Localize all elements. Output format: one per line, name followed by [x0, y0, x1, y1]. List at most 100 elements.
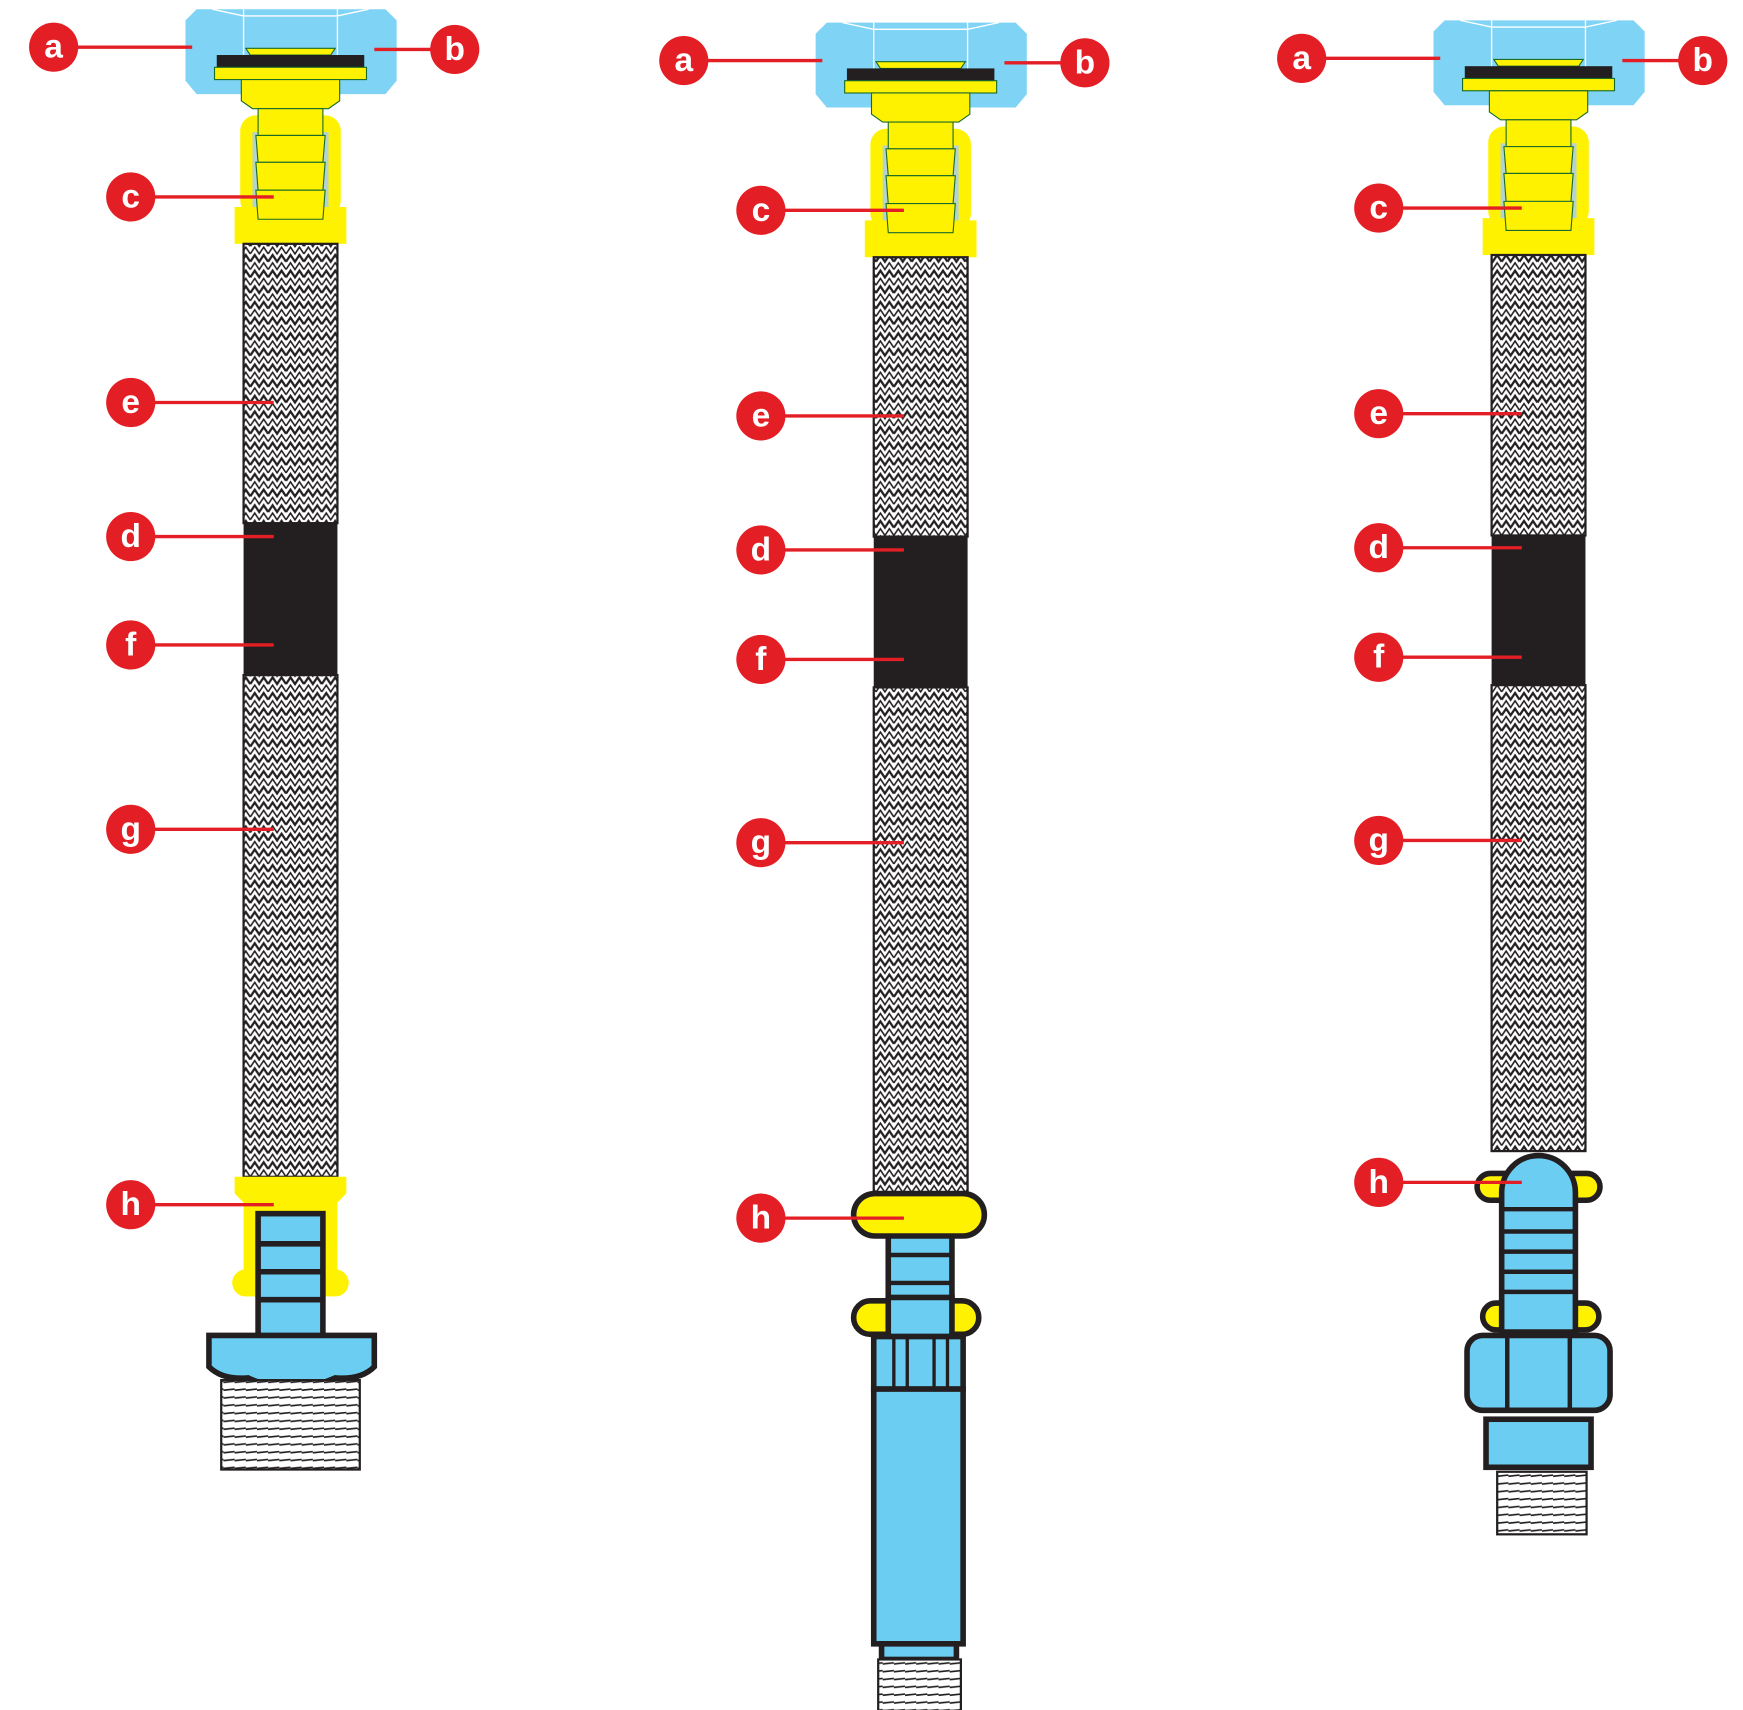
- insert-body: [870, 92, 971, 123]
- barb: [1503, 172, 1574, 202]
- callout-label: h: [751, 1200, 771, 1237]
- callout-d: d: [106, 511, 274, 562]
- callout-badge: [659, 36, 709, 86]
- barb-neck: [887, 121, 954, 150]
- callout-f: f: [106, 620, 274, 670]
- callout-badge: [430, 24, 480, 75]
- tail-bulb: [1498, 1152, 1579, 1335]
- barb-neck: [1505, 119, 1572, 148]
- gasket: [846, 68, 995, 81]
- barb-neck: [257, 108, 324, 137]
- callout-badge: [1354, 815, 1404, 866]
- base-block: [1483, 1416, 1594, 1471]
- pipe-segment: [885, 1294, 955, 1340]
- cone-seal: [874, 61, 967, 69]
- callout-g: g: [106, 804, 274, 854]
- callout-c: c: [106, 172, 274, 222]
- braid-upper: [1490, 253, 1587, 537]
- barb: [1503, 200, 1574, 231]
- callout-badge: [736, 634, 786, 685]
- barb: [255, 134, 326, 163]
- callout-badge: [106, 511, 156, 562]
- male-thread: [220, 1379, 361, 1471]
- callout-badge: [106, 377, 156, 428]
- callout-h: h: [1354, 1157, 1522, 1207]
- callout-label: e: [121, 384, 140, 421]
- callout-label: a: [1292, 40, 1311, 77]
- barb: [255, 189, 326, 220]
- callout-badge: [736, 391, 786, 441]
- callout-label: b: [445, 31, 465, 68]
- washer: [844, 80, 998, 94]
- hex-nut: [1464, 1332, 1613, 1414]
- barb: [885, 148, 956, 177]
- barb: [885, 175, 956, 205]
- callout-d: d: [1354, 523, 1522, 573]
- tail-step: [878, 1641, 960, 1663]
- callout-g: g: [1354, 815, 1522, 866]
- callout-badge: [736, 525, 786, 575]
- washer: [213, 66, 368, 81]
- callout-badge: [1354, 389, 1404, 439]
- gasket: [216, 55, 365, 68]
- callout-label: e: [752, 397, 771, 434]
- callout-badge: [1277, 33, 1327, 83]
- cone-seal: [244, 47, 337, 56]
- long-tail: [870, 1386, 966, 1647]
- insert-body: [240, 79, 341, 110]
- callout-a: a: [1277, 33, 1441, 83]
- callout-label: g: [751, 824, 771, 861]
- callout-label: g: [1369, 822, 1389, 859]
- callout-c: c: [1354, 183, 1522, 233]
- callout-badge: [1354, 1157, 1404, 1207]
- callout-h: h: [736, 1193, 904, 1243]
- hose-3: a b c e d f g h: [1277, 19, 1728, 1536]
- washer: [1461, 77, 1616, 92]
- braid-upper: [242, 242, 339, 525]
- ribbed-body: [870, 1333, 966, 1392]
- callout-label: f: [125, 626, 137, 663]
- callout-label: a: [674, 42, 693, 79]
- callout-e: e: [1354, 389, 1522, 439]
- braid-upper: [872, 256, 969, 538]
- hex-facets: [1505, 1335, 1573, 1411]
- sleeve-band: [1491, 535, 1586, 686]
- callout-a: a: [29, 22, 193, 72]
- barb: [255, 161, 326, 191]
- callout-label: c: [121, 178, 140, 215]
- callout-b: b: [374, 24, 480, 75]
- callout-label: f: [1373, 639, 1385, 676]
- braid-lower: [872, 686, 969, 1195]
- insert-body: [1488, 90, 1589, 121]
- callout-label: c: [1369, 190, 1388, 227]
- barb: [1503, 146, 1574, 175]
- callout-badge: [106, 172, 156, 222]
- braid-lower: [1490, 684, 1587, 1153]
- callout-badge: [1354, 523, 1404, 573]
- callout-f: f: [1354, 632, 1522, 682]
- callout-badge: [1678, 36, 1728, 86]
- male-thread: [877, 1658, 963, 1710]
- callout-label: d: [1369, 529, 1389, 566]
- sleeve-band: [243, 523, 338, 676]
- ferrule-ring: [850, 1190, 988, 1239]
- callout-h: h: [106, 1180, 274, 1230]
- callout-label: e: [1369, 395, 1388, 432]
- callout-label: f: [755, 641, 767, 678]
- callout-label: b: [1693, 42, 1713, 79]
- callout-label: c: [752, 192, 771, 229]
- barb: [885, 203, 956, 234]
- callout-label: h: [120, 1186, 140, 1223]
- sleeve-band: [873, 536, 968, 688]
- callout-d: d: [736, 525, 904, 575]
- callout-label: h: [1369, 1164, 1389, 1201]
- callout-badge: [1354, 632, 1404, 682]
- callout-badge: [106, 1180, 156, 1230]
- callout-label: d: [751, 531, 771, 568]
- cone-seal: [1492, 58, 1585, 67]
- callout-badge: [106, 620, 156, 670]
- callout-a: a: [659, 36, 823, 86]
- callout-label: a: [44, 29, 63, 66]
